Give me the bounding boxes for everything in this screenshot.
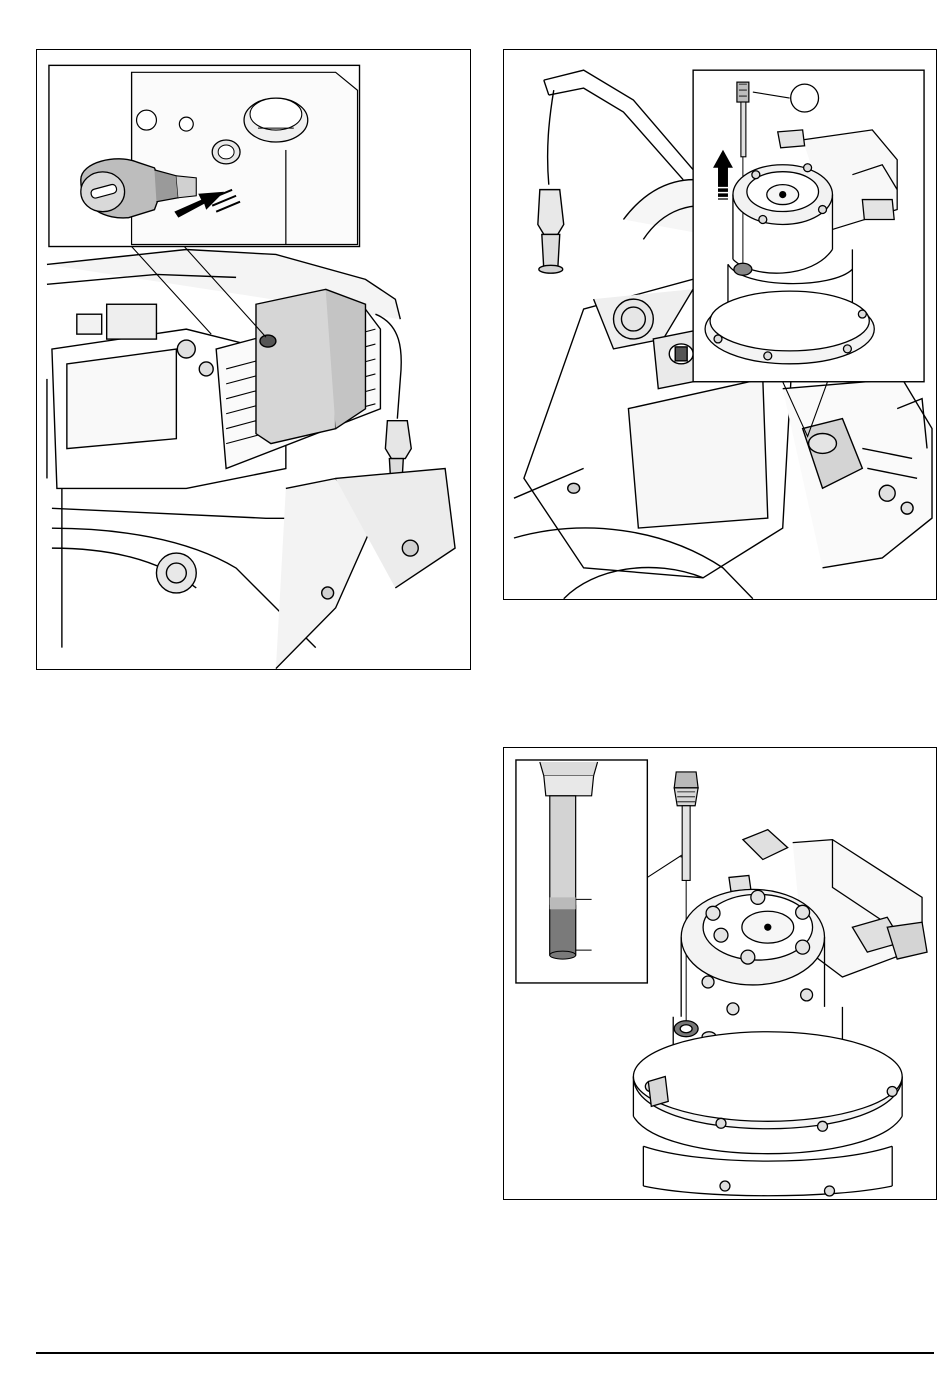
dipstick-level-band xyxy=(550,905,576,955)
figure-unscrew-cap-illustration xyxy=(37,50,470,669)
figure-dipstick-level xyxy=(503,747,937,1200)
figure-dipstick-level-illustration xyxy=(504,748,936,1199)
inset-dipstick-detail xyxy=(693,70,924,436)
machine-body-drawing xyxy=(47,250,455,669)
callout-circle-icon xyxy=(791,84,819,112)
figure-unscrew-cap xyxy=(36,49,471,670)
inset-level-detail xyxy=(516,760,647,983)
dipstick xyxy=(674,772,698,880)
figure-remove-dipstick xyxy=(503,49,937,600)
figure-remove-dipstick-illustration xyxy=(504,50,936,599)
footer-rule xyxy=(36,1352,934,1354)
